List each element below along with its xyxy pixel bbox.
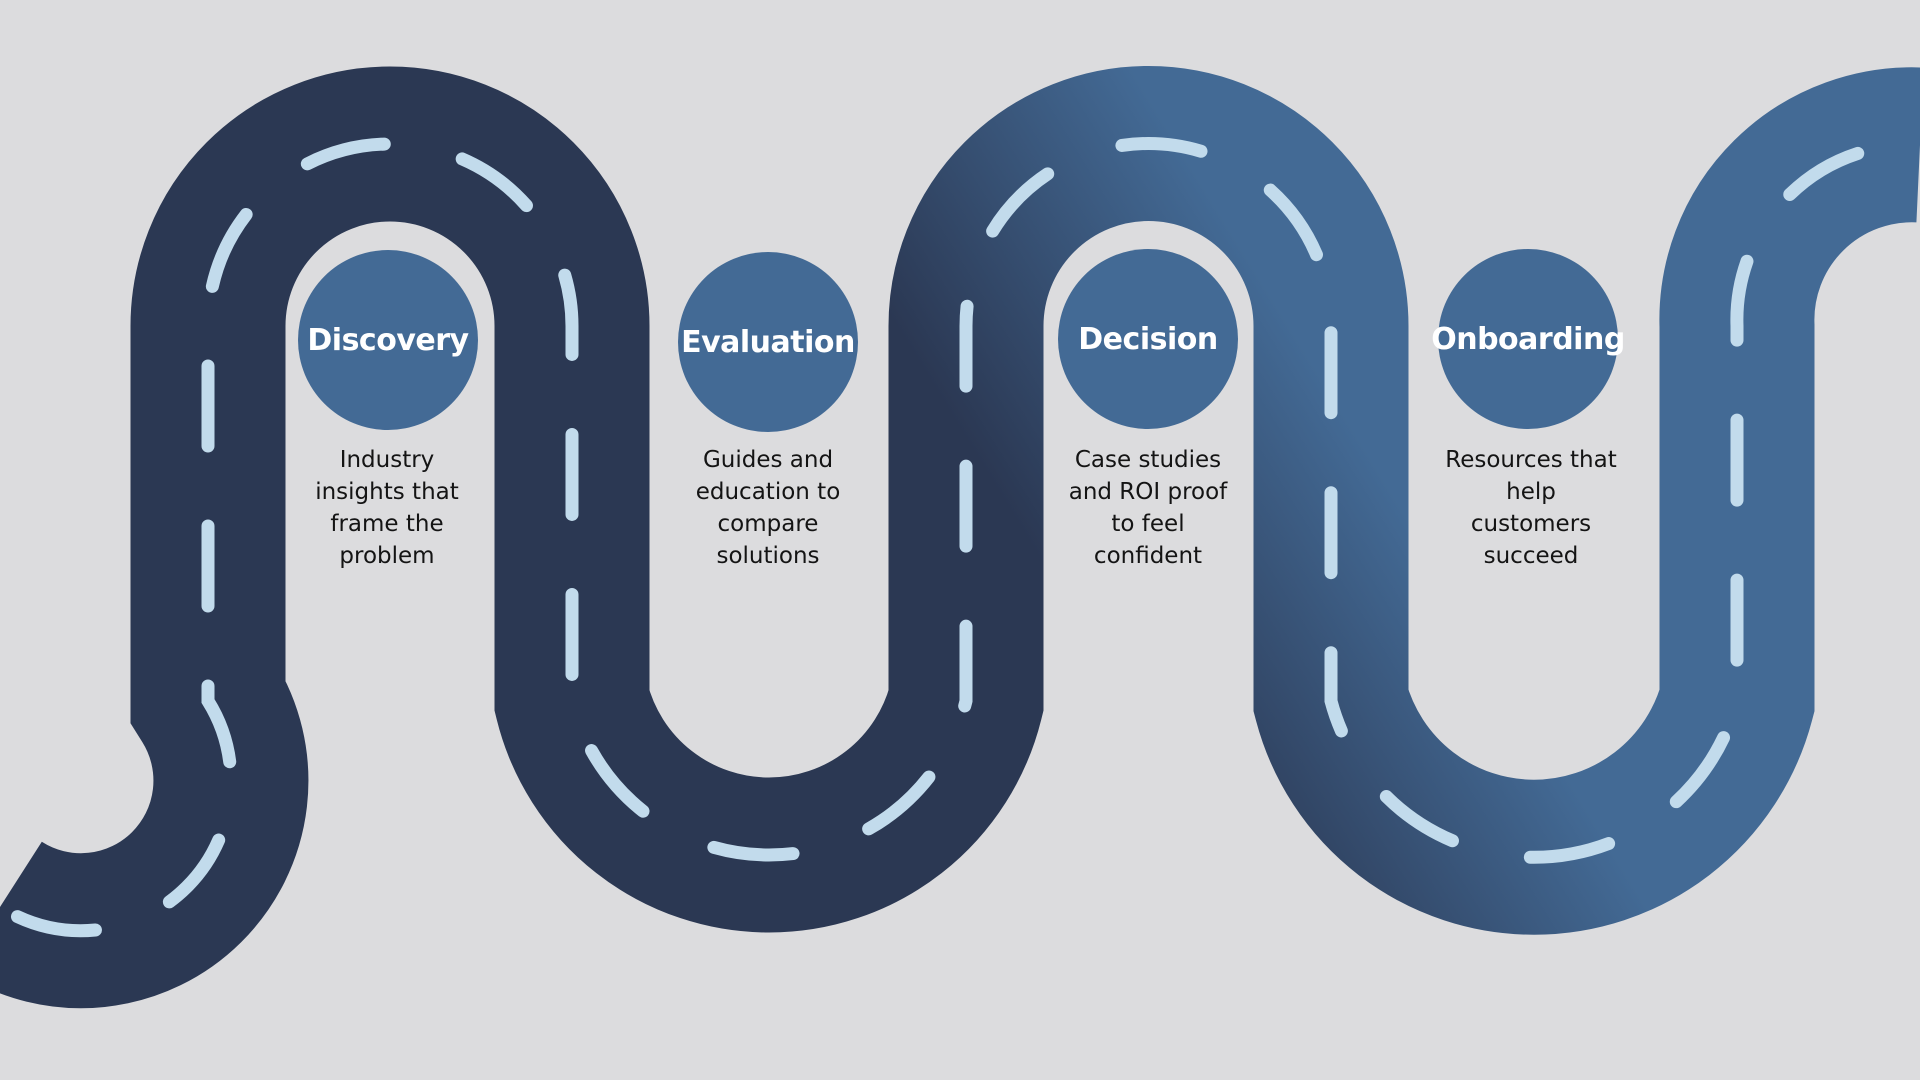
description-line: confident	[1093, 543, 1203, 569]
description-line: to feel	[1111, 511, 1185, 537]
description-line: solutions	[716, 543, 820, 569]
description-line: frame the	[330, 511, 444, 537]
description-line: Guides and	[702, 447, 834, 473]
stage-decision-title: Decision	[1078, 321, 1218, 357]
stage-discovery-description: Industry insights that frame the problem	[282, 444, 492, 572]
description-line: insights that	[315, 479, 459, 505]
road-path	[0, 66, 1920, 1009]
stage-decision-circle: Decision	[1058, 249, 1238, 429]
description-line: succeed	[1483, 543, 1579, 569]
stage-onboarding-description: Resources that help customers succeed	[1426, 444, 1636, 572]
description-line: compare	[717, 511, 819, 537]
description-line: Resources that	[1445, 447, 1617, 473]
description-line: help	[1506, 479, 1556, 505]
stage-onboarding-title: Onboarding	[1431, 321, 1625, 357]
stage-decision-description: Case studies and ROI proof to feel confi…	[1043, 444, 1253, 572]
stage-evaluation-title: Evaluation	[681, 324, 855, 360]
description-line: and ROI proof	[1068, 479, 1228, 505]
description-line: problem	[339, 543, 435, 569]
stage-onboarding-circle: Onboarding	[1431, 249, 1625, 429]
description-line: customers	[1470, 511, 1592, 537]
stage-discovery-title: Discovery	[307, 322, 469, 358]
stage-evaluation-description: Guides and education to compare solution…	[663, 444, 873, 572]
stage-discovery-circle: Discovery	[298, 250, 478, 430]
stage-evaluation-circle: Evaluation	[678, 252, 858, 432]
description-line: Industry	[339, 447, 435, 473]
description-line: Case studies	[1074, 447, 1222, 473]
description-line: education to	[695, 479, 841, 505]
